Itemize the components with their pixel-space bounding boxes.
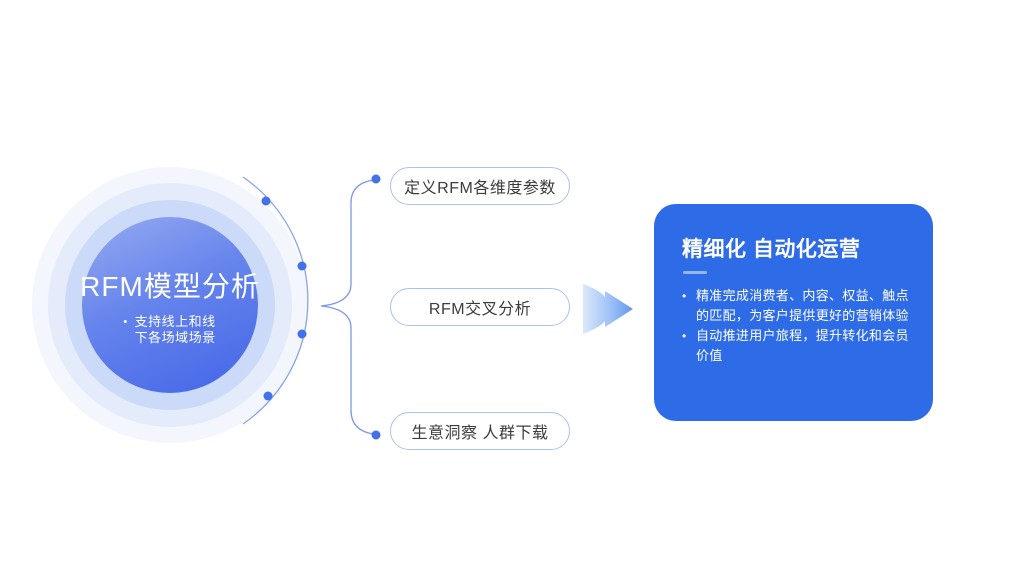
branch-pill-label: RFM交叉分析 [428, 301, 532, 318]
branch-pill-label: 定义RFM各维度参数 [404, 180, 556, 197]
brace-dot [371, 430, 381, 440]
branch-pill-label: 生意洞察 人群下载 [411, 425, 549, 442]
branch-pill-define-rfm: 定义RFM各维度参数 [390, 167, 570, 205]
result-bullet-list: 精准完成消费者、内容、权益、触点的匹配，为客户提供更好的营销体验 自动推进用户旅… [682, 286, 913, 366]
bullet-dot: • [123, 315, 128, 328]
brace-dot [371, 174, 381, 184]
circle-core: RFM模型分析 • 支持线上和线下各场域场景 [80, 217, 260, 393]
result-bullet: 精准完成消费者、内容、权益、触点的匹配，为客户提供更好的营销体验 [682, 286, 913, 326]
title-underline [683, 271, 707, 274]
flow-arrow-icon [583, 284, 633, 334]
result-panel: 精细化 自动化运营 精准完成消费者、内容、权益、触点的匹配，为客户提供更好的营销… [654, 204, 933, 421]
brace-connector-line [320, 179, 375, 435]
rfm-center-node: RFM模型分析 • 支持线上和线下各场域场景 [32, 167, 308, 443]
branch-pill-cross-analysis: RFM交叉分析 [390, 288, 570, 326]
center-node-bullet-text: 支持线上和线下各场域场景 [134, 313, 216, 345]
branch-pill-insight-download: 生意洞察 人群下载 [390, 412, 570, 450]
center-node-bullet: • 支持线上和线下各场域场景 [123, 314, 216, 346]
center-node-title: RFM模型分析 [80, 270, 260, 302]
result-bullet: 自动推进用户旅程，提升转化和会员价值 [682, 326, 913, 366]
result-panel-title: 精细化 自动化运营 [682, 238, 861, 261]
